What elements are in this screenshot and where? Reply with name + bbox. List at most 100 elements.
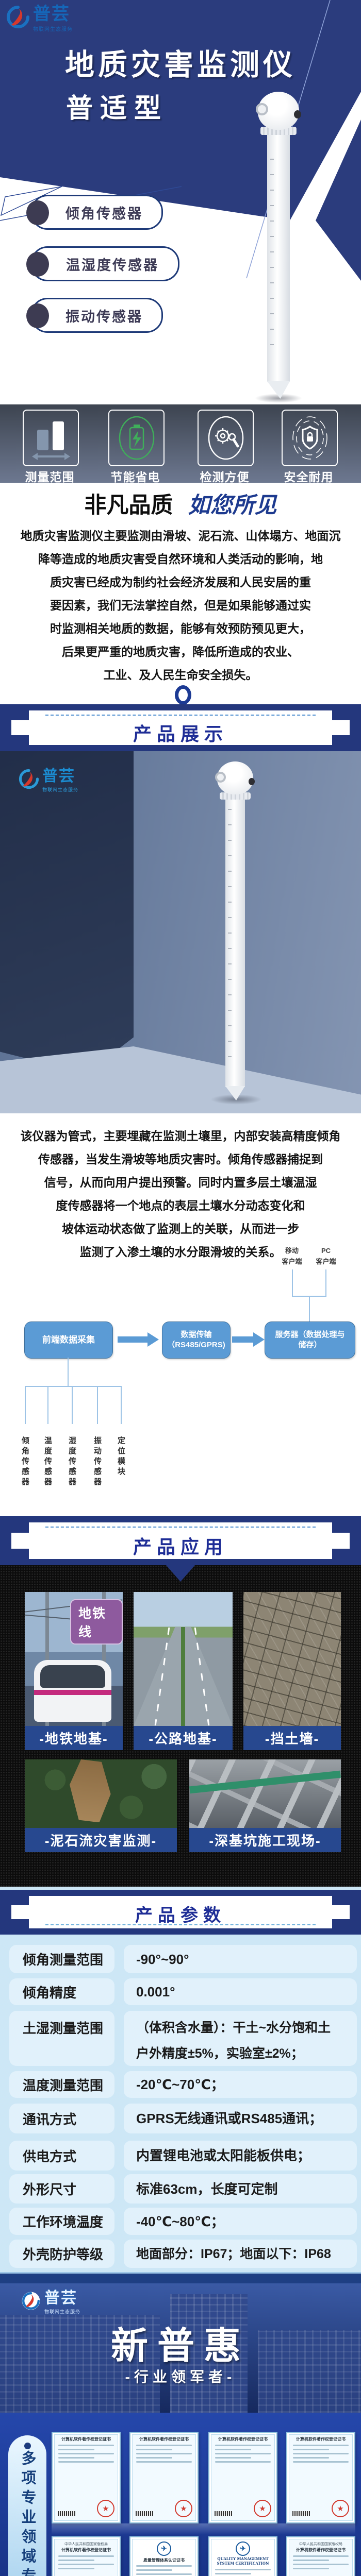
badge-dot — [26, 252, 49, 277]
param-value: 内置锂电池或太阳能板供电； — [124, 2141, 357, 2171]
param-value: -20℃~70℃； — [124, 2071, 357, 2098]
certificate-barcode — [215, 2511, 232, 2516]
badge-dot — [26, 303, 49, 328]
param-label: 供电方式 — [9, 2141, 114, 2171]
badge-label: 倾角传感器 — [65, 206, 143, 222]
section-banner-parameters: 产品参数 — [0, 1890, 361, 1935]
section-banner-display: 产品展示 — [0, 704, 361, 751]
brand-logo-icon — [22, 2292, 40, 2310]
banner-inner: 产品应用 — [29, 1522, 332, 1559]
brand-logo-company: 普芸 物联网生态服务 — [21, 2291, 80, 2315]
sensor-badge-humidity: 温湿度传感器 — [26, 246, 179, 281]
certificate-barcode — [136, 2511, 153, 2516]
feature-label: 安全耐用 — [284, 470, 334, 484]
feature-label: 检测方便 — [200, 470, 250, 484]
sensor-badge-vibration: 振动传感器 — [26, 298, 163, 333]
feature-box-secure — [282, 410, 338, 466]
feature-box-battery — [108, 410, 165, 466]
page-subtitle: 普适型 — [66, 94, 169, 124]
diagram-client-pc: PC 客户端 — [316, 1247, 336, 1265]
battery-icon — [119, 416, 154, 460]
certificate-barcode — [58, 2511, 75, 2516]
feature-label: 测量范围 — [25, 470, 75, 484]
brand-name: 普芸 — [44, 2290, 77, 2307]
product-display-photo: 普芸 物联网生态服务 — [0, 751, 361, 1113]
company-subtitle: -行业领军者- — [125, 2369, 236, 2385]
diagram-sensor-gps: 定位模块 — [117, 1436, 125, 1478]
certification-body-icon: ✈ — [236, 2541, 250, 2556]
device-sensor-lens — [256, 103, 268, 115]
pill-text: 多项专业领域专利 — [19, 2450, 36, 2576]
foundation-pit-photo — [189, 1759, 341, 1828]
brand-name: 普芸 — [33, 4, 70, 24]
gear-wrench-icon — [208, 416, 243, 460]
device-knob — [294, 110, 301, 118]
range-icon — [31, 421, 70, 460]
param-label: 土湿测量范围 — [9, 2011, 114, 2066]
section-divider-bar — [0, 2272, 361, 2285]
photo-floor — [0, 1046, 361, 1113]
brand-tagline: 物联网生态服务 — [33, 27, 73, 32]
retaining-wall-photo — [243, 1592, 341, 1726]
certificate-authority: 中华人民共和国国家版权局 — [299, 2543, 342, 2546]
param-label: 工作环境温度 — [9, 2208, 114, 2235]
certificate-quality: ✈ QUALITY MANAGEMENT SYSTEM CERTIFICATIO… — [208, 2536, 277, 2576]
brand-tagline: 物联网生态服务 — [44, 2309, 81, 2314]
certificate-title: 质量管理体系认证证书 — [143, 2557, 185, 2563]
certificate-title: 计算机软件著作权登记证书 — [218, 2437, 268, 2442]
badge-label: 振动传感器 — [65, 309, 143, 325]
param-value: -90°~90° — [124, 1945, 357, 1973]
certificate-copyright: 计算机软件著作权登记证书 ★ — [129, 2432, 199, 2523]
param-label: 外壳防护等级 — [9, 2240, 114, 2268]
param-value: 地面部分：IP67；地面以下：IP68 — [124, 2240, 357, 2268]
section-title: 产品应用 — [133, 1536, 228, 1557]
certificate-title: 计算机软件著作权登记证书 — [296, 2437, 346, 2442]
shield-lock-icon — [292, 416, 327, 460]
certificate-authority: 中华人民共和国国家版权局 — [64, 2543, 108, 2546]
brand-logo: 普芸 物联网生态服务 — [6, 5, 73, 32]
diagram-arrow-head — [147, 1332, 159, 1347]
feature-box-service — [198, 410, 254, 466]
diagram-arrow — [232, 1336, 253, 1343]
banner-pointer-triangle — [166, 1565, 195, 1582]
photo-dark-wall — [0, 751, 134, 1074]
photo-caption: -深基坑施工现场- — [189, 1828, 341, 1852]
photo-caption: -挡土墙- — [243, 1726, 341, 1750]
certificate-quality: ✈ 质量管理体系认证证书 IAF CNAS ★ — [129, 2536, 199, 2576]
banner-dashed-line — [45, 715, 316, 716]
debris-flow-photo — [25, 1759, 177, 1828]
diagram-arrow-head — [253, 1332, 265, 1347]
param-label: 通讯方式 — [9, 2104, 114, 2133]
param-label: 温度测量范围 — [9, 2071, 114, 2098]
param-label: 外形尺寸 — [9, 2174, 114, 2204]
diagram-box-server: 服务器（数据处理与 储存） — [265, 1321, 355, 1359]
feature-band: 测量范围 节能省电 — [0, 404, 361, 484]
param-value: 0.001° — [124, 1978, 357, 2005]
brand-logo-watermark: 普芸 物联网生态服务 — [19, 769, 78, 793]
device-paragraph: 该仪器为管式，主要埋藏在监测土壤里，内部安装高精度倾角 传感器，当发生滑坡等地质… — [20, 1129, 341, 1259]
banner-inner: 产品展示 — [29, 710, 332, 745]
brand-logo-icon — [7, 6, 29, 28]
building-silhouette — [258, 2330, 361, 2413]
certificate-title: 计算机软件著作权登记证书 — [61, 2548, 111, 2552]
feature-label: 节能省电 — [110, 470, 160, 484]
metro-photo: 地铁线 — [25, 1592, 123, 1726]
patents-side-label: 多项专业领域专利 — [8, 2435, 46, 2576]
param-value: GPRS无线通讯或RS485通讯； — [124, 2104, 357, 2133]
page-title: 地质灾害监测仪 — [65, 48, 296, 81]
diagram-arrow — [118, 1336, 147, 1343]
ring-decoration — [175, 685, 191, 705]
red-seal-icon: ★ — [332, 2500, 349, 2517]
badge-label: 温湿度传感器 — [66, 257, 159, 273]
section-title: 产品参数 — [135, 1906, 226, 1925]
brand-tagline: 物联网生态服务 — [42, 787, 79, 792]
building-silhouette — [0, 2315, 160, 2413]
pill-dot — [24, 2443, 31, 2449]
certification-body-icon: ✈ — [157, 2541, 171, 2556]
certificate-copyright: 计算机软件著作权登记证书 ★ — [286, 2432, 355, 2523]
photo-caption: -地铁地基- — [25, 1726, 123, 1750]
diagram-box-collect: 前端数据采集 — [24, 1321, 113, 1359]
diagram-box-transmit: 数据传输 （RS485/GPRS) — [162, 1321, 231, 1359]
diagram-sensor-vibe: 振动传感器 — [93, 1436, 102, 1488]
company-title: 新普惠 — [110, 2326, 250, 2367]
